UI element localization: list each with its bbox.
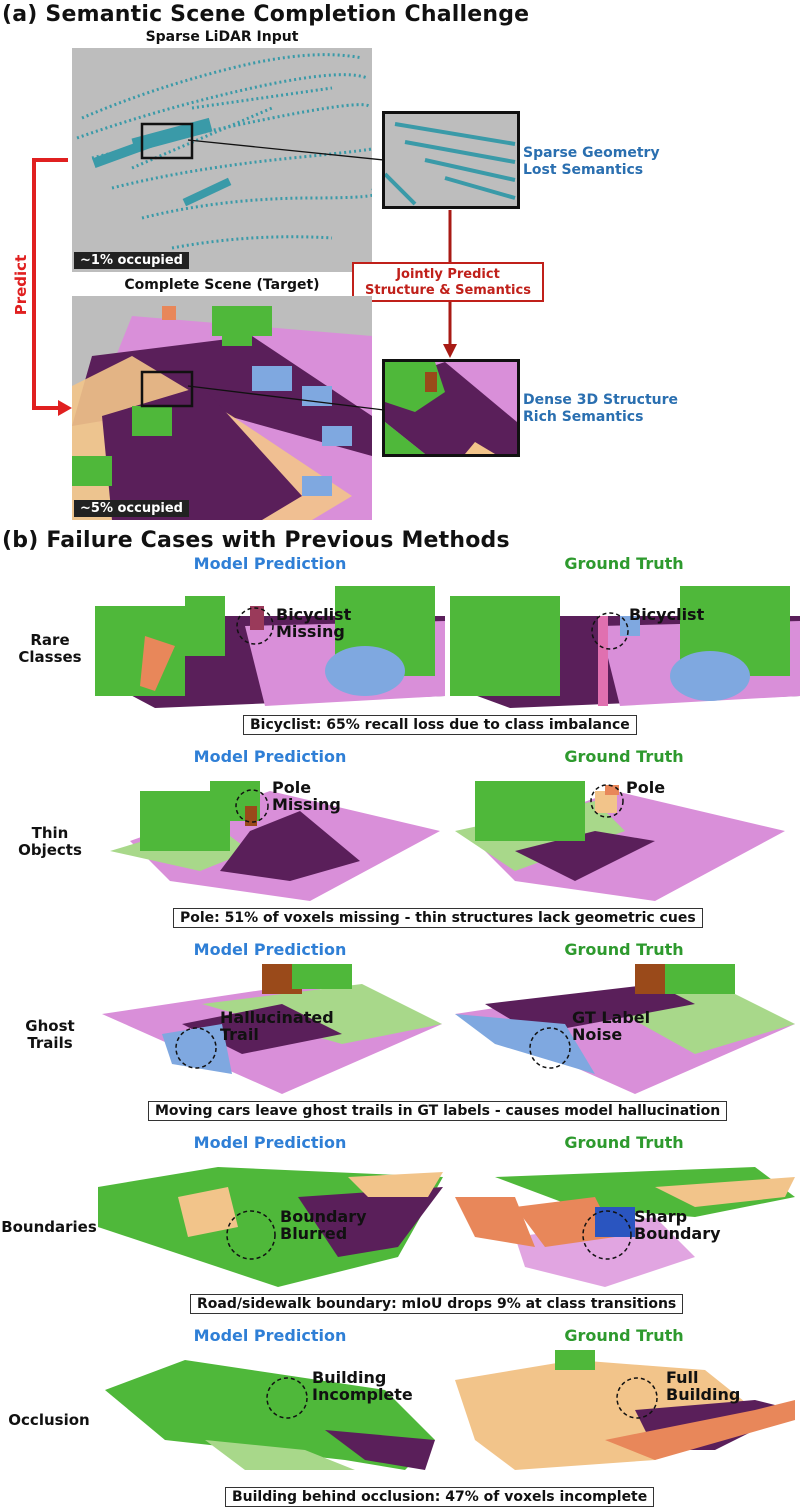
pred-header: Model Prediction bbox=[193, 747, 347, 766]
failure-row-rare-classes: Model Prediction Ground Truth Rare Class… bbox=[0, 554, 801, 744]
pred-annotation: Bicyclist Missing bbox=[276, 605, 352, 641]
dense-zoom-box bbox=[382, 359, 520, 457]
predict-label-wrap: Predict bbox=[12, 250, 36, 320]
dense-zoom-content bbox=[385, 362, 517, 454]
gt-annotation: GT Label Noise bbox=[572, 1008, 651, 1044]
row-caption: Road/sidewalk boundary: mIoU drops 9% at… bbox=[190, 1294, 684, 1314]
pred-voxel-scene bbox=[95, 586, 445, 708]
row-label: Ghost Trails bbox=[25, 1017, 75, 1052]
pred-annotation: Building Incomplete bbox=[312, 1368, 413, 1404]
pred-voxel-scene bbox=[102, 964, 442, 1094]
gt-annotation: Pole bbox=[626, 778, 666, 797]
gt-annotation: Full Building bbox=[666, 1368, 741, 1404]
gt-header: Ground Truth bbox=[564, 940, 684, 959]
row-caption: Moving cars leave ghost trails in GT lab… bbox=[148, 1101, 728, 1121]
gt-header: Ground Truth bbox=[564, 1326, 684, 1345]
pred-voxel-scene bbox=[98, 1167, 443, 1287]
gt-voxel-scene bbox=[455, 1350, 795, 1470]
pred-header: Model Prediction bbox=[193, 1326, 347, 1345]
pred-header: Model Prediction bbox=[193, 554, 347, 573]
failure-row-boundaries: Model Prediction Ground Truth Boundaries… bbox=[0, 1133, 801, 1323]
gt-voxel-scene bbox=[455, 1167, 795, 1287]
row-label: Occlusion bbox=[8, 1411, 90, 1429]
row-caption: Bicyclist: 65% recall loss due to class … bbox=[243, 715, 637, 735]
dense-zoom-leader-lines bbox=[187, 385, 385, 411]
gt-header: Ground Truth bbox=[564, 747, 684, 766]
pred-header: Model Prediction bbox=[193, 1133, 347, 1152]
row-caption: Pole: 51% of voxels missing - thin struc… bbox=[173, 908, 703, 928]
row-caption: Building behind occlusion: 47% of voxels… bbox=[225, 1487, 655, 1507]
failure-row-thin-objects: Model Prediction Ground Truth Thin Objec… bbox=[0, 747, 801, 937]
pred-voxel-scene bbox=[105, 1360, 435, 1470]
gt-voxel-scene bbox=[450, 586, 800, 708]
pred-annotation: Boundary Blurred bbox=[280, 1207, 367, 1243]
pred-annotation: Pole Missing bbox=[272, 778, 341, 814]
sparse-zoom-leader-lines bbox=[187, 139, 385, 161]
gt-voxel-scene bbox=[455, 781, 785, 901]
pred-header: Model Prediction bbox=[193, 940, 347, 959]
sparse-lidar-points bbox=[76, 53, 372, 250]
failure-row-occlusion: Model Prediction Ground Truth Occlusion … bbox=[0, 1326, 801, 1512]
failure-row-ghost-trails: Model Prediction Ground Truth Ghost Trai… bbox=[0, 940, 801, 1130]
row-label: Thin Objects bbox=[18, 824, 82, 859]
predict-label: Predict bbox=[12, 250, 30, 320]
sparse-lidar-image: ~1% occupied bbox=[72, 48, 372, 272]
input-panel-title: Sparse LiDAR Input bbox=[145, 29, 299, 45]
target-occupancy-badge: ~5% occupied bbox=[74, 500, 189, 517]
sparse-note: Sparse Geometry Lost Semantics bbox=[523, 145, 660, 178]
section-a-title: (a) Semantic Scene Completion Challenge bbox=[2, 2, 530, 27]
pred-voxel-scene bbox=[110, 781, 440, 901]
gt-header: Ground Truth bbox=[564, 1133, 684, 1152]
pred-annotation: Hallucinated Trail bbox=[220, 1008, 334, 1044]
gt-annotation: Sharp Boundary bbox=[634, 1207, 721, 1243]
section-b-title: (b) Failure Cases with Previous Methods bbox=[2, 528, 510, 553]
sparse-zoom-content bbox=[385, 122, 516, 206]
row-label: Rare Classes bbox=[18, 631, 82, 666]
joint-predict-box: Jointly Predict Structure & Semantics bbox=[352, 262, 544, 302]
gt-annotation: Bicyclist bbox=[629, 605, 705, 624]
dense-note: Dense 3D Structure Rich Semantics bbox=[523, 392, 679, 425]
row-label: Boundaries bbox=[1, 1218, 97, 1236]
complete-scene-image: ~5% occupied bbox=[72, 296, 372, 520]
sparse-zoom-box bbox=[382, 111, 520, 209]
target-panel-title: Complete Scene (Target) bbox=[124, 277, 320, 293]
predict-arrow bbox=[32, 158, 72, 416]
gt-header: Ground Truth bbox=[564, 554, 684, 573]
complete-scene-voxels bbox=[72, 306, 372, 520]
gt-voxel-scene bbox=[455, 964, 795, 1094]
input-occupancy-badge: ~1% occupied bbox=[74, 252, 189, 269]
